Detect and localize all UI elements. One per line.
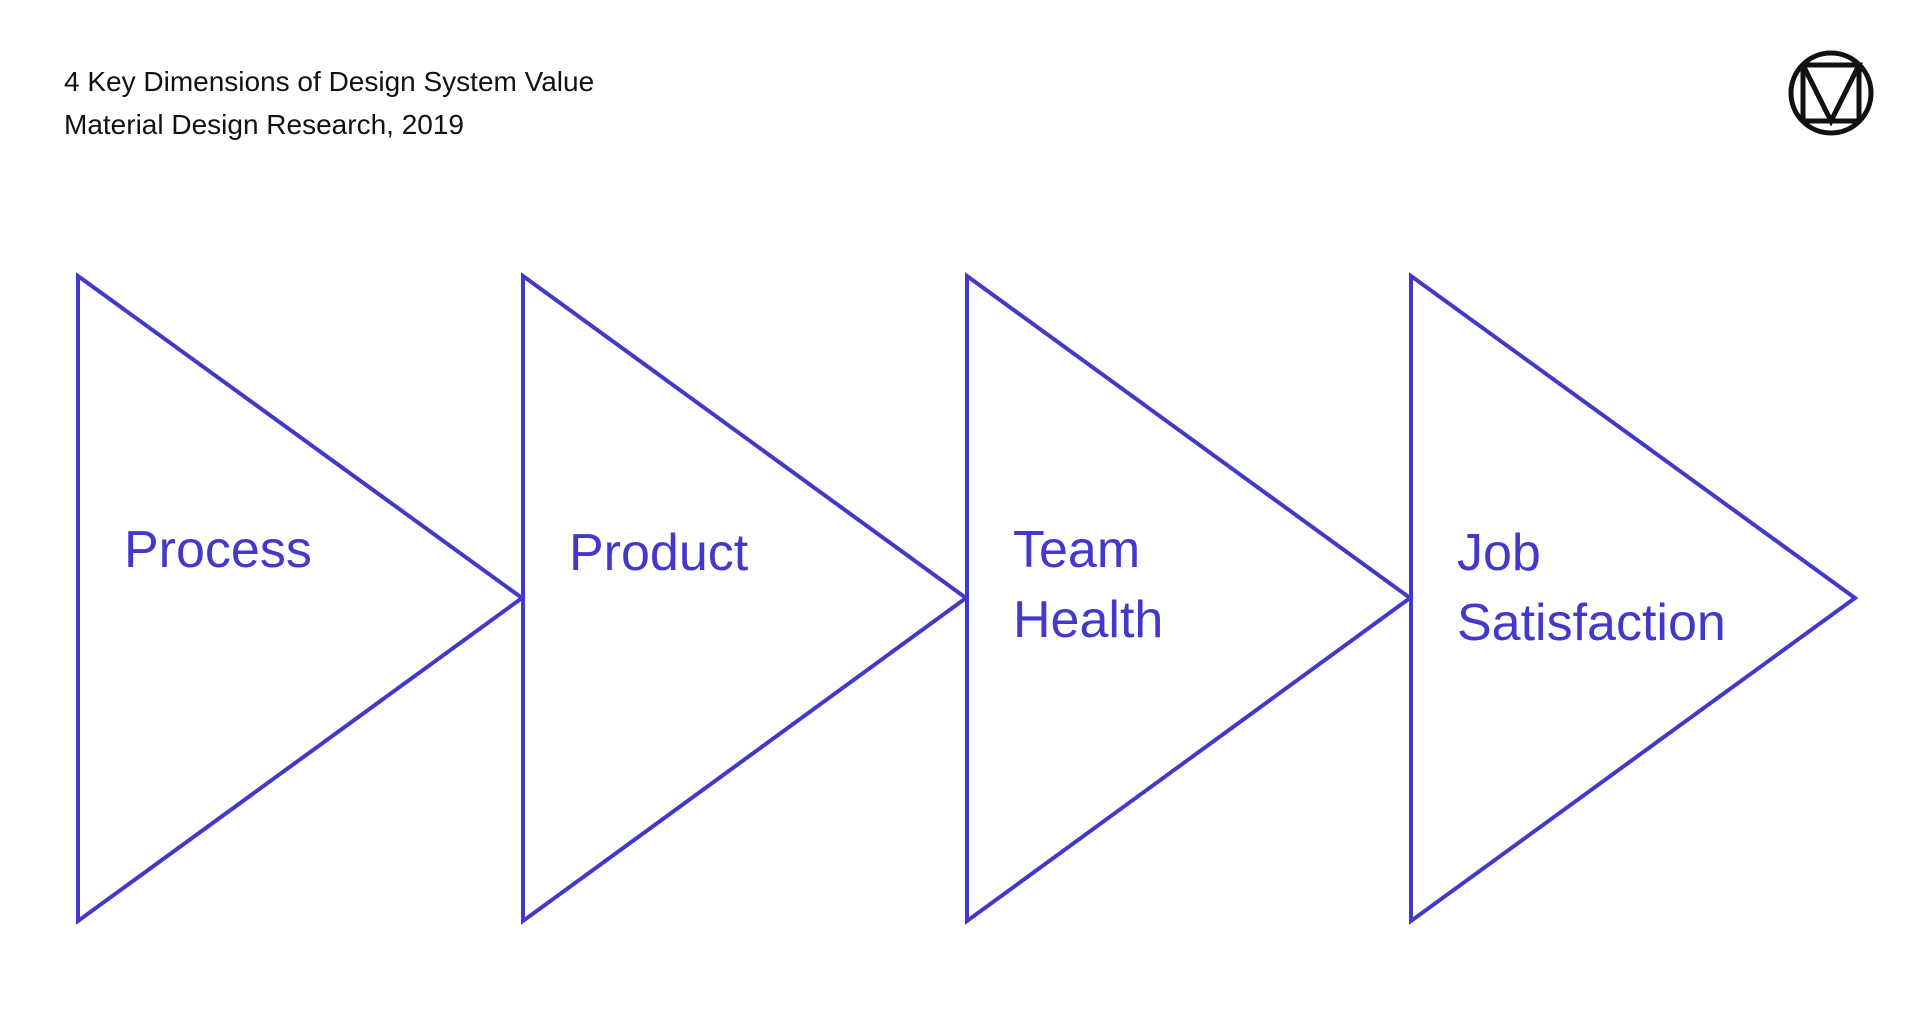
page-subtitle: Material Design Research, 2019: [64, 109, 464, 140]
stage-label-line: Job: [1457, 524, 1541, 582]
stage-label-line: Health: [1013, 591, 1164, 649]
stage-label-product: Product: [569, 518, 748, 588]
stage-arrow-team-health: [965, 272, 1414, 925]
stage-label-line: Process: [124, 521, 312, 579]
stage-label-job-satisfaction: Job Satisfaction: [1457, 518, 1726, 658]
stage-label-line: Product: [569, 524, 749, 582]
material-design-logo-icon: [1788, 50, 1874, 136]
stage-label-line: Team: [1013, 521, 1141, 579]
stage-arrow-process: [76, 272, 526, 925]
stage-label-line: Satisfaction: [1457, 594, 1726, 652]
stage-arrow-job-satisfaction: [1409, 272, 1859, 925]
stage-label-process: Process: [124, 515, 312, 585]
header: 4 Key Dimensions of Design System Value …: [64, 60, 594, 146]
stage-arrow-product: [521, 272, 970, 925]
stage-label-team-health: Team Health: [1013, 515, 1163, 655]
page-title: 4 Key Dimensions of Design System Value: [64, 66, 595, 97]
